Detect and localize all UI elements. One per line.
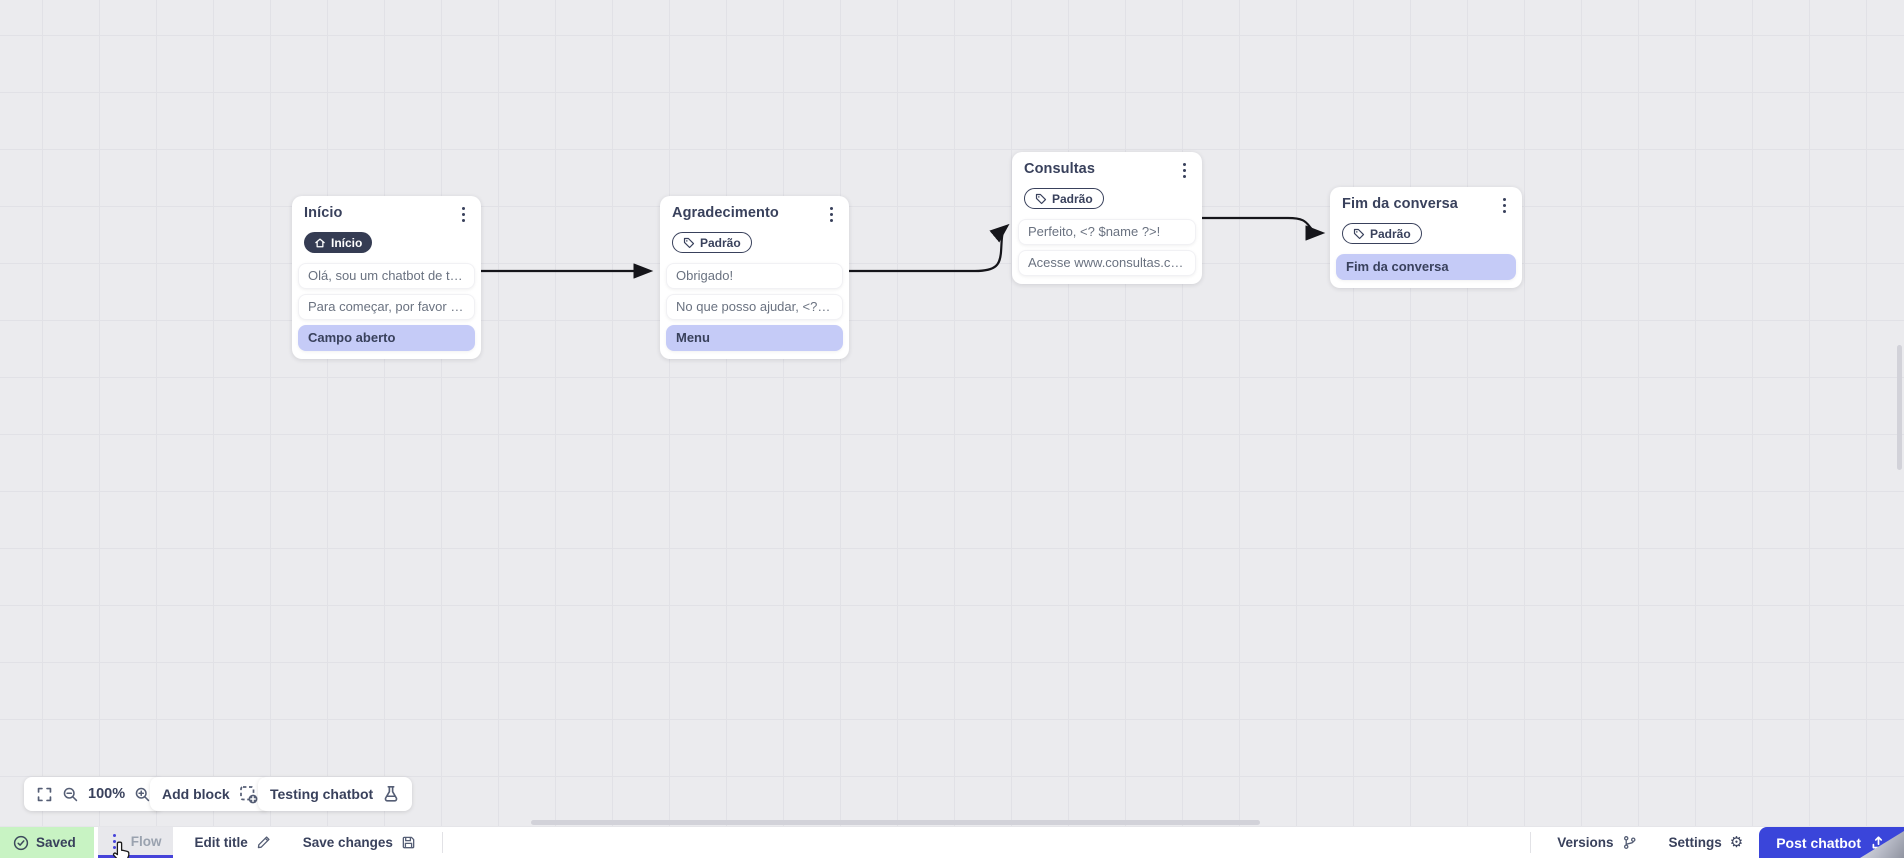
connection-edges (481, 216, 1326, 279)
node-title: Agradecimento (672, 205, 779, 221)
tab-flow[interactable]: Flow (97, 827, 173, 858)
node-menu-button[interactable] (826, 205, 837, 224)
message-list: Obrigado! No que posso ajudar, <? $name … (666, 262, 843, 351)
versions-label: Versions (1557, 835, 1614, 850)
git-branch-icon (1623, 836, 1636, 849)
home-icon (315, 237, 325, 247)
flask-icon (384, 785, 398, 802)
node-header: Início (298, 205, 475, 224)
tag-icon (1035, 193, 1047, 204)
badge-label: Padrão (700, 235, 741, 250)
statusbar-divider (1530, 832, 1532, 853)
edge-agradecimento-consultas (849, 223, 1010, 273)
settings-label: Settings (1668, 835, 1722, 850)
add-block-icon (239, 785, 258, 803)
edit-title-button[interactable]: Edit title (179, 827, 287, 858)
badge-row: Padrão (1018, 188, 1196, 210)
message-card[interactable]: Olá, sou um chatbot de teste! (298, 262, 475, 289)
upload-icon (1872, 836, 1885, 849)
edit-title-label: Edit title (194, 835, 248, 850)
message-list: Perfeito, <? $name ?>! Acesse www.consul… (1018, 218, 1196, 276)
post-chatbot-label: Post chatbot (1776, 834, 1861, 851)
message-card[interactable]: No que posso ajudar, <? $name ... (666, 293, 843, 320)
save-changes-label: Save changes (302, 835, 393, 850)
tag-badge: Padrão (1342, 223, 1422, 244)
flow-node-inicio[interactable]: Início Início Olá, sou um chatbot de tes… (292, 196, 481, 359)
post-chatbot-button[interactable]: Post chatbot (1759, 827, 1904, 858)
testing-chatbot-button[interactable]: Testing chatbot (258, 777, 413, 811)
node-header: Consultas (1018, 161, 1196, 180)
start-badge: Início (304, 232, 373, 253)
end-card[interactable]: Fim da conversa (1336, 253, 1516, 280)
message-list: Olá, sou um chatbot de teste! Para começ… (298, 262, 475, 351)
node-header: Agradecimento (666, 205, 843, 224)
tag-badge: Padrão (1024, 188, 1104, 209)
node-title: Início (304, 205, 343, 221)
save-icon (402, 836, 415, 849)
horizontal-scrollbar[interactable] (531, 820, 1260, 825)
add-block-button[interactable]: Add block (150, 777, 270, 811)
message-card[interactable]: Para começar, por favor digite o ... (298, 293, 475, 320)
badge-row: Padrão (1336, 223, 1516, 245)
zoom-toolbar: 100% (24, 777, 164, 811)
settings-button[interactable]: Settings ⚙ (1653, 827, 1760, 858)
statusbar-right-group: Versions Settings ⚙ Post chatbot (1520, 827, 1904, 858)
badge-label: Padrão (1370, 226, 1411, 241)
zoom-out-icon[interactable] (62, 786, 79, 803)
tag-badge: Padrão (672, 232, 752, 253)
menu-card[interactable]: Menu (666, 324, 843, 351)
badge-row: Padrão (666, 232, 843, 254)
zoom-level: 100% (88, 786, 126, 802)
flow-canvas[interactable]: Início Início Olá, sou um chatbot de tes… (0, 0, 1904, 826)
flow-node-fim-da-conversa[interactable]: Fim da conversa Padrão Fim da conversa (1330, 187, 1522, 288)
badge-label: Início (331, 235, 363, 250)
open-field-card[interactable]: Campo aberto (298, 324, 475, 351)
pencil-icon (257, 836, 270, 849)
vertical-scrollbar[interactable] (1897, 345, 1902, 470)
tag-icon (683, 237, 695, 248)
message-card[interactable]: Acesse www.consultas.com par... (1018, 249, 1196, 276)
node-menu-button[interactable] (1499, 196, 1510, 215)
badge-row: Início (298, 232, 475, 254)
node-menu-button[interactable] (458, 205, 469, 224)
save-changes-button[interactable]: Save changes (287, 827, 432, 858)
flow-tab-label: Flow (130, 833, 162, 849)
gear-icon: ⚙ (1729, 833, 1744, 851)
tag-icon (1353, 228, 1365, 239)
check-circle-icon (13, 835, 29, 850)
statusbar-divider (441, 832, 443, 853)
saved-label: Saved (36, 835, 76, 850)
message-list: Fim da conversa (1336, 253, 1516, 280)
node-title: Consultas (1024, 161, 1095, 177)
status-bar: Saved Flow Edit title Save changes Versi… (0, 826, 1904, 858)
edge-consultas-fim (1202, 216, 1326, 241)
message-card[interactable]: Perfeito, <? $name ?>! (1018, 218, 1196, 245)
flow-menu-button[interactable] (109, 832, 120, 851)
badge-label: Padrão (1052, 191, 1093, 206)
flow-node-consultas[interactable]: Consultas Padrão Perfeito, <? $name ?>! … (1012, 152, 1202, 284)
zoom-in-icon[interactable] (134, 786, 151, 803)
node-menu-button[interactable] (1179, 161, 1190, 180)
fullscreen-icon[interactable] (36, 786, 53, 803)
message-card[interactable]: Obrigado! (666, 262, 843, 289)
versions-button[interactable]: Versions (1541, 827, 1652, 858)
saved-status: Saved (0, 827, 94, 858)
node-header: Fim da conversa (1336, 196, 1516, 215)
testing-chatbot-label: Testing chatbot (270, 786, 374, 802)
add-block-label: Add block (162, 786, 230, 802)
node-title: Fim da conversa (1342, 196, 1458, 212)
flow-node-agradecimento[interactable]: Agradecimento Padrão Obrigado! No que po… (660, 196, 849, 359)
